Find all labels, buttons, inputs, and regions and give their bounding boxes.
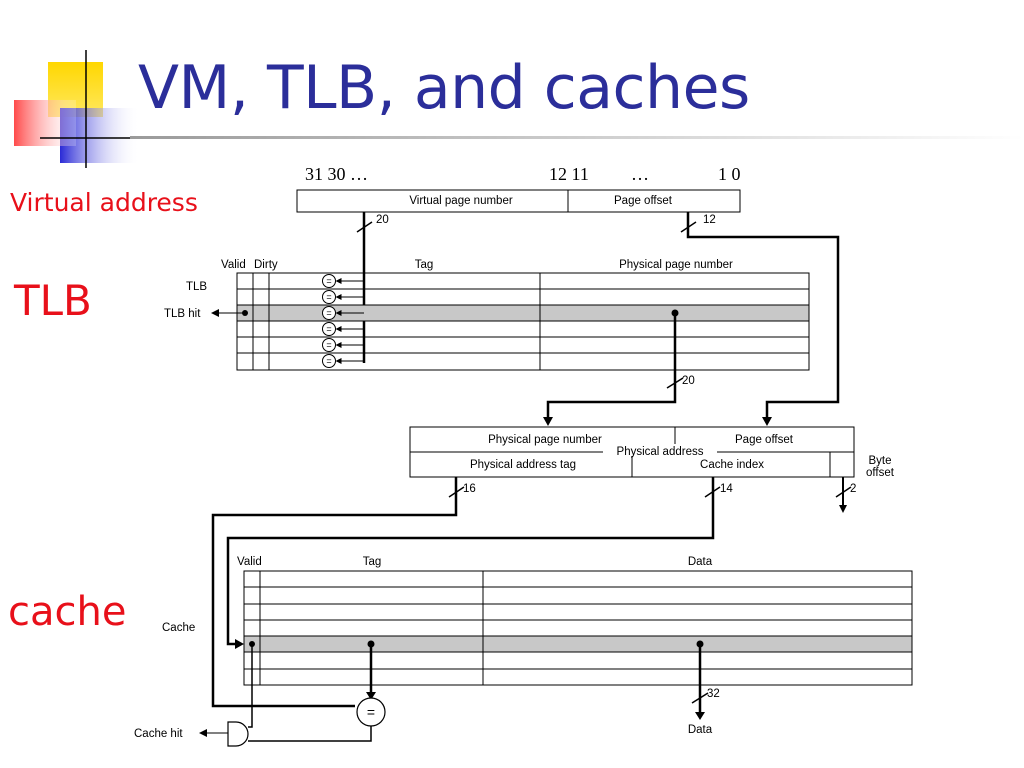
virtual-page-offset-field: Page offset — [614, 195, 673, 207]
svg-text:=: = — [326, 340, 331, 350]
svg-text:=: = — [326, 308, 331, 318]
index-width-label: 14 — [720, 483, 733, 495]
cache-hit-and-gate — [227, 721, 249, 747]
svg-text:=: = — [326, 324, 331, 334]
pa-cache-index-field: Cache index — [700, 459, 764, 471]
tlb-comparators: = = = = = = — [322, 274, 364, 368]
tag-width-label: 16 — [463, 483, 476, 495]
virtual-page-number-field: Virtual page number — [409, 195, 513, 207]
tlb-dirty-header: Dirty — [254, 259, 278, 271]
index-bus — [226, 477, 715, 646]
bit-label-low: 1 0 — [718, 164, 741, 184]
slide-title: VM, TLB, and caches — [138, 53, 750, 123]
page-offset-bus — [686, 212, 840, 418]
title-decoration — [14, 50, 140, 168]
tlb-ppn-header: Physical page number — [619, 259, 733, 271]
bit-label-mid: 12 11 — [549, 164, 589, 184]
tag-bus — [211, 477, 458, 708]
tlb-label: TLB — [186, 281, 207, 293]
ppn-bus — [546, 313, 677, 418]
cache-label: Cache — [162, 622, 195, 634]
tlb-side-label: TLB — [14, 276, 92, 325]
byte-offset-label-1: Byte — [868, 455, 891, 467]
pa-tag-field: Physical address tag — [470, 459, 576, 471]
tlb-comparator: = — [322, 338, 364, 352]
bit-label-high: 31 30 … — [305, 164, 368, 184]
physical-address-caption: Physical address — [617, 446, 704, 458]
tlb-comparator: = — [322, 274, 364, 288]
tlb-comparator: = — [322, 354, 364, 368]
cache-table: Valid Tag Data Cache — [162, 556, 913, 686]
byte-offset-label-2: offset — [866, 467, 895, 479]
cache-side-label: cache — [8, 589, 127, 635]
tlb-valid-header: Valid — [221, 259, 246, 271]
tlb-table: Valid Dirty Tag Physical page number TLB… — [164, 259, 810, 371]
svg-text:=: = — [326, 276, 331, 286]
pa-ppn-field: Physical page number — [488, 434, 602, 446]
ppn-width-label: 20 — [682, 375, 695, 387]
byte-width-label: 2 — [850, 483, 856, 495]
cache-hit-label: Cache hit — [134, 728, 183, 740]
data-width-label: 32 — [707, 688, 720, 700]
data-out-label: Data — [688, 724, 713, 736]
svg-text:=: = — [326, 356, 331, 366]
vpn-width-label: 20 — [376, 214, 389, 226]
tlb-tag-header: Tag — [415, 259, 434, 271]
tlb-comparator: = — [322, 306, 364, 320]
tlb-comparator: = — [322, 290, 364, 304]
svg-text:=: = — [326, 292, 331, 302]
virtual-address-register: 31 30 … 12 11 … 1 0 Virtual page number … — [296, 164, 741, 213]
cache-tag-comparator: = — [356, 697, 386, 727]
physical-address-register: Physical address Physical page number Pa… — [409, 426, 895, 479]
svg-text:=: = — [367, 704, 375, 720]
cache-valid-header: Valid — [237, 556, 262, 568]
virtual-address-label: Virtual address — [10, 188, 198, 217]
cache-data-header: Data — [688, 556, 713, 568]
page-offset-width-label: 12 — [703, 214, 716, 226]
title-rule — [130, 136, 1024, 139]
pa-page-offset-field: Page offset — [735, 434, 794, 446]
tlb-hit-label: TLB hit — [164, 308, 201, 320]
bit-label-dots: … — [631, 164, 649, 184]
tlb-comparator: = — [322, 322, 364, 336]
cache-tag-header: Tag — [363, 556, 382, 568]
